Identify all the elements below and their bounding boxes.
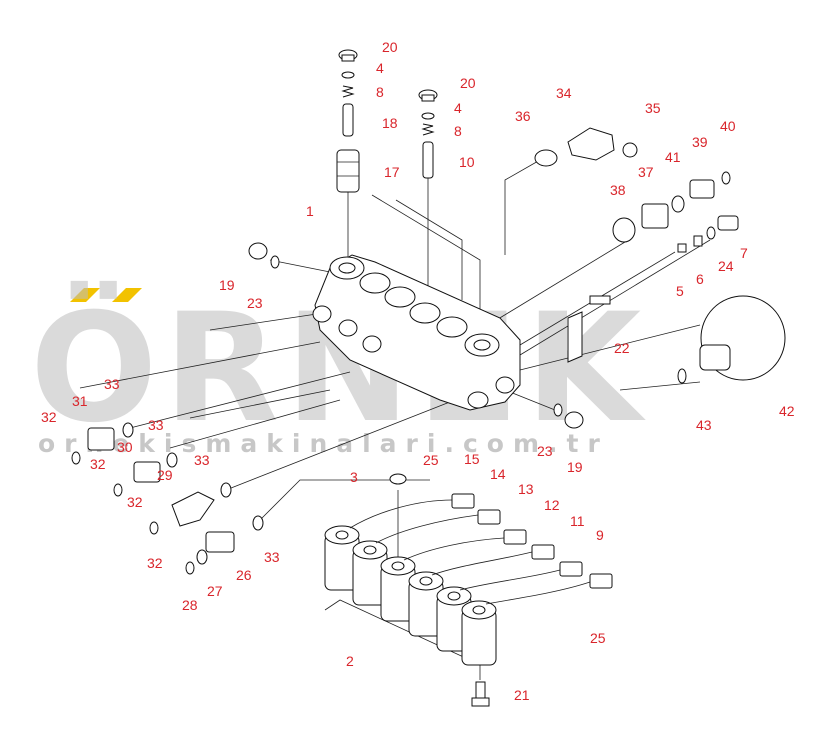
callout-14: 14 — [490, 466, 506, 482]
callout-6: 6 — [696, 271, 704, 287]
upper-parts — [248, 49, 786, 429]
callout-41: 41 — [665, 149, 681, 165]
callout-23a: 23 — [247, 295, 263, 311]
callout-32d: 32 — [147, 555, 163, 571]
callout-33a: 33 — [104, 376, 120, 392]
watermark-dot-right — [112, 288, 142, 302]
callout-39: 39 — [692, 134, 708, 150]
callout-32a: 32 — [41, 409, 57, 425]
assembly-lines — [79, 159, 711, 680]
callout-4a: 4 — [376, 60, 384, 76]
callout-5: 5 — [676, 283, 684, 299]
callout-29: 29 — [157, 467, 173, 483]
left-fittings — [71, 422, 264, 575]
callout-40: 40 — [720, 118, 736, 134]
callout-21: 21 — [514, 687, 530, 703]
callout-26: 26 — [236, 567, 252, 583]
callout-35: 35 — [645, 100, 661, 116]
callout-37: 37 — [638, 164, 654, 180]
callout-22: 22 — [614, 340, 630, 356]
callout-33b: 33 — [148, 417, 164, 433]
callout-32c: 32 — [127, 494, 143, 510]
callout-3: 3 — [350, 469, 358, 485]
callout-1: 1 — [306, 203, 314, 219]
callout-19a: 19 — [219, 277, 235, 293]
watermark-dot-left — [70, 288, 100, 302]
callout-20a: 20 — [382, 39, 398, 55]
callout-31: 31 — [72, 393, 88, 409]
callout-24: 24 — [718, 258, 734, 274]
callout-2: 2 — [346, 653, 354, 669]
callout-34: 34 — [556, 85, 572, 101]
callout-28: 28 — [182, 597, 198, 613]
callout-33c: 33 — [194, 452, 210, 468]
valve-body — [312, 254, 521, 411]
callout-42: 42 — [779, 403, 795, 419]
callout-11: 11 — [570, 513, 585, 529]
callout-12: 12 — [544, 497, 560, 513]
callouts: 1 2 3 4 4 5 6 7 8 8 9 10 11 12 13 14 15 … — [41, 39, 795, 703]
callout-36: 36 — [515, 108, 531, 124]
callout-25a: 25 — [423, 452, 439, 468]
callout-30: 30 — [117, 439, 133, 455]
callout-4b: 4 — [454, 100, 462, 116]
solenoids — [324, 473, 613, 707]
callout-23b: 23 — [537, 443, 553, 459]
callout-13: 13 — [518, 481, 534, 497]
callout-10: 10 — [459, 154, 475, 170]
callout-15: 15 — [464, 451, 480, 467]
callout-43: 43 — [696, 417, 712, 433]
callout-20b: 20 — [460, 75, 476, 91]
callout-8b: 8 — [454, 123, 462, 139]
callout-8a: 8 — [376, 84, 384, 100]
callout-33d: 33 — [264, 549, 280, 565]
callout-32b: 32 — [90, 456, 106, 472]
callout-17: 17 — [384, 164, 400, 180]
callout-27: 27 — [207, 583, 223, 599]
callout-9: 9 — [596, 527, 604, 543]
callout-25b: 25 — [590, 630, 606, 646]
callout-18: 18 — [382, 115, 398, 131]
callout-38: 38 — [610, 182, 626, 198]
callout-19b: 19 — [567, 459, 583, 475]
callout-7: 7 — [740, 245, 748, 261]
